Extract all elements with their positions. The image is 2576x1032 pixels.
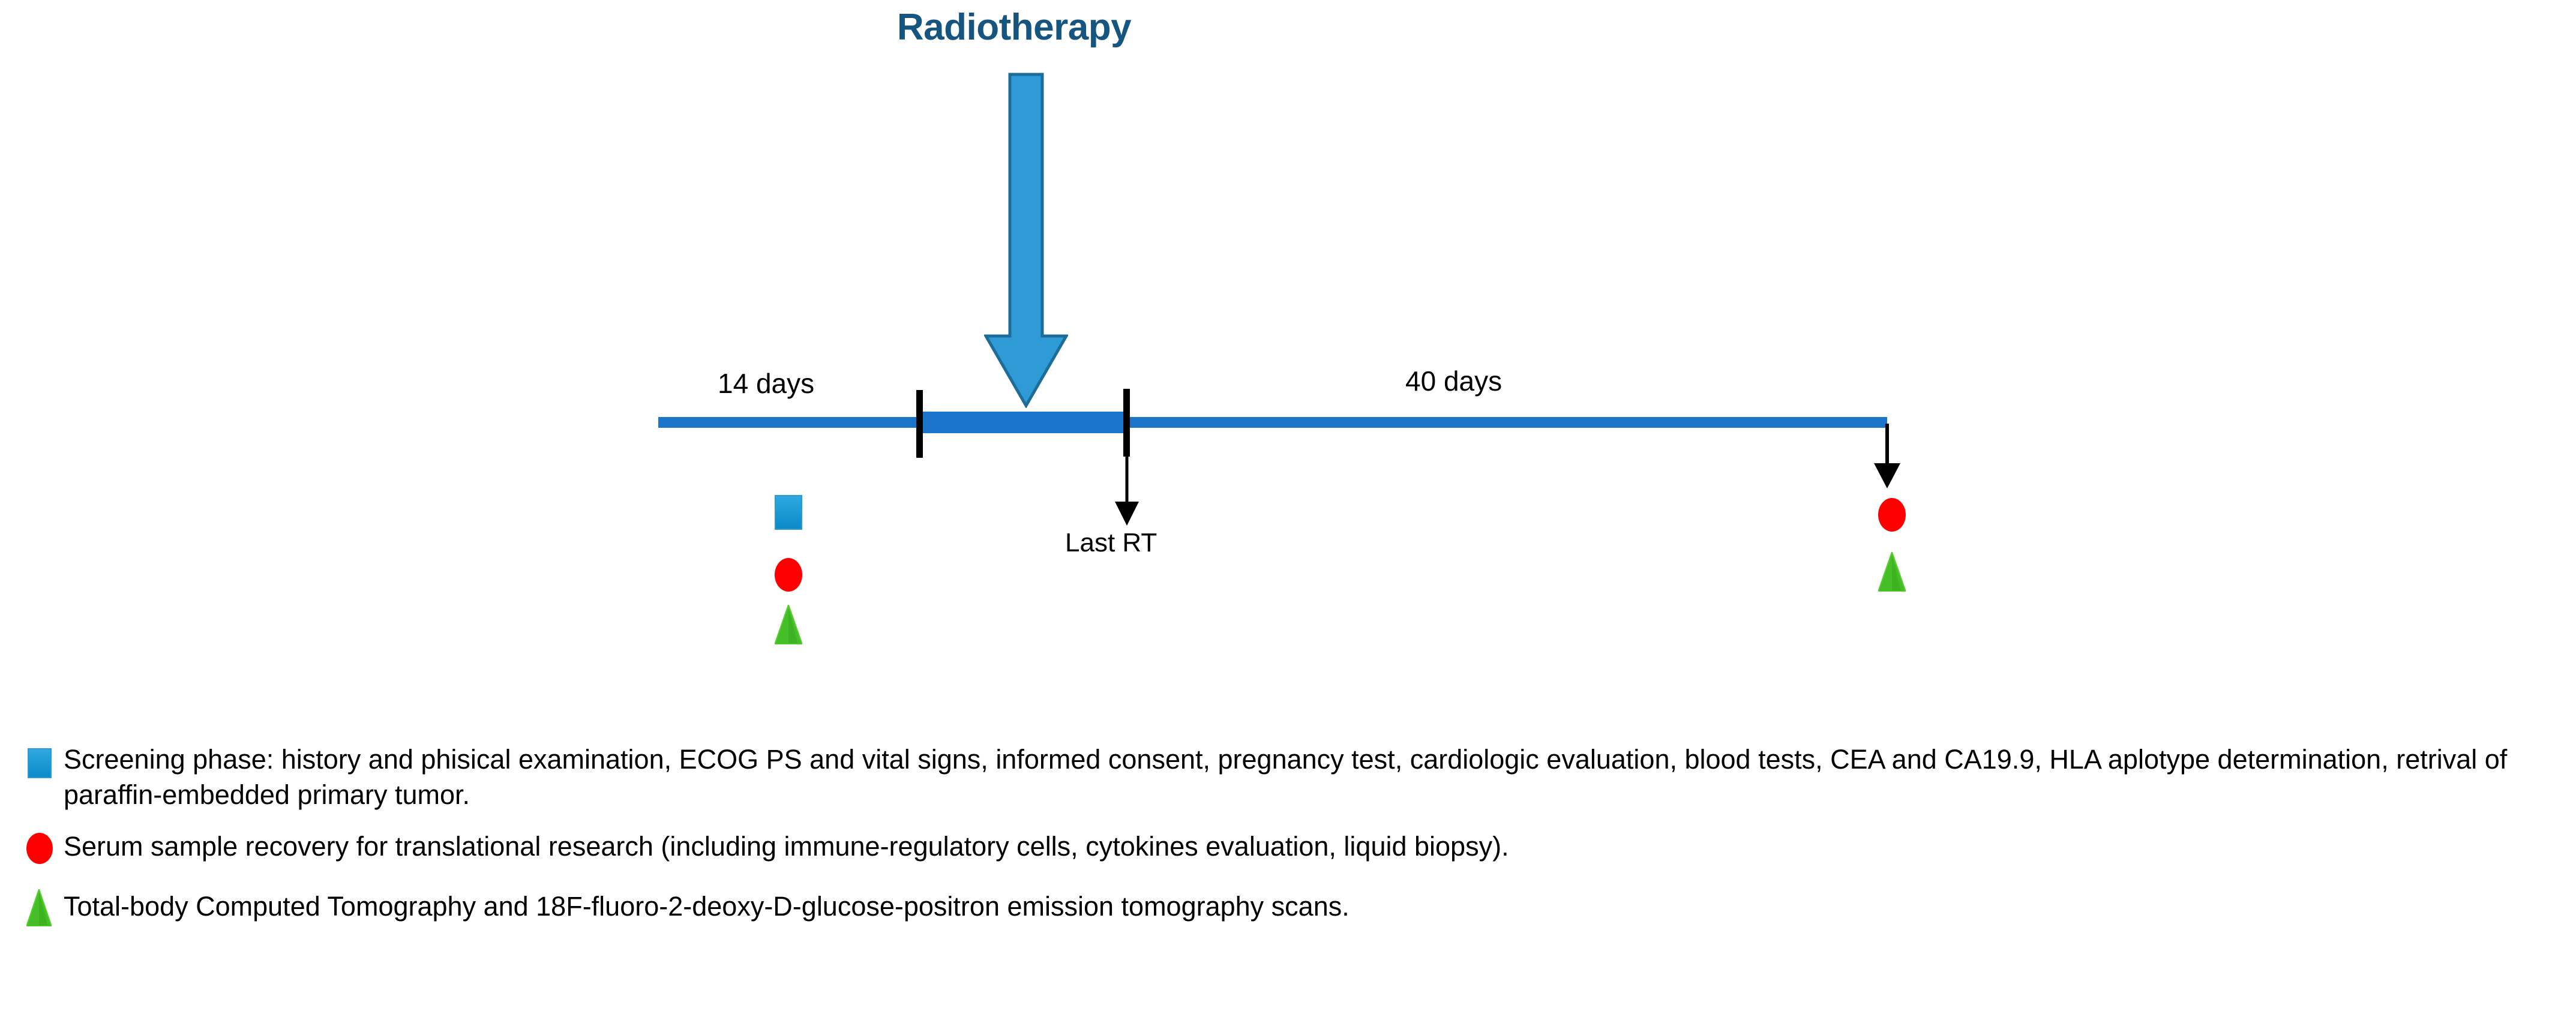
- last-rt-arrow-icon: [1103, 455, 1151, 527]
- timeline-segment-radiotherapy: [917, 412, 1128, 433]
- legend-item-screening: Screening phase: history and phisical ex…: [24, 741, 2562, 812]
- timeline-label-pre-rt: 14 days: [718, 368, 815, 399]
- legend-icon-cell: [24, 741, 64, 785]
- legend-icon-cell: [24, 887, 64, 932]
- marker-screening-square-icon: [775, 495, 802, 530]
- page-title: Radiotherapy: [896, 7, 1132, 48]
- followup-endpoint-arrow-icon: [1863, 424, 1911, 490]
- legend-item-label: Total-body Computed Tomography and 18F-f…: [64, 891, 1350, 922]
- marker-serum-circle-icon: [1878, 498, 1906, 532]
- timeline-label-post-rt: 40 days: [1405, 365, 1503, 397]
- timeline-tick-rt-start: [916, 390, 923, 458]
- red-circle-icon: [26, 833, 53, 864]
- timeline-segment-screening: [658, 417, 919, 428]
- legend-icon-cell: [24, 828, 64, 872]
- last-rt-label: Last RT: [1065, 528, 1157, 557]
- legend: Screening phase: history and phisical ex…: [24, 741, 2562, 932]
- green-triangle-icon: [25, 887, 53, 927]
- marker-imaging-triangle-icon: [773, 602, 803, 645]
- timeline-tick-rt-end: [1123, 389, 1130, 457]
- marker-imaging-triangle-icon: [1877, 550, 1907, 592]
- radiotherapy-down-arrow-icon: [983, 72, 1069, 409]
- legend-item-imaging: Total-body Computed Tomography and 18F-f…: [24, 887, 2562, 932]
- marker-serum-circle-icon: [775, 558, 802, 592]
- timeline-segment-followup: [1126, 417, 1887, 428]
- blue-square-icon: [28, 748, 52, 778]
- legend-item-label: Screening phase: history and phisical ex…: [64, 744, 2508, 810]
- legend-item-serum: Serum sample recovery for translational …: [24, 828, 2562, 872]
- legend-item-label: Serum sample recovery for translational …: [64, 831, 1509, 862]
